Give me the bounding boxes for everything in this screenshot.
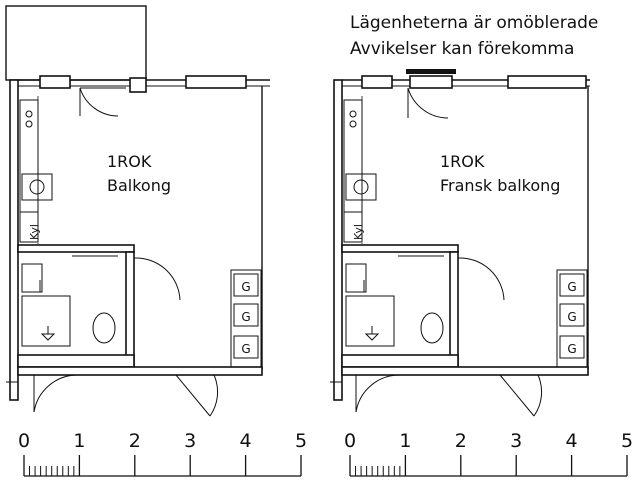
room-label: 1ROK: [440, 152, 485, 171]
sink-icon: [21, 173, 53, 201]
toilet-icon: [420, 312, 444, 344]
french-balcony-rail: [406, 69, 456, 74]
room-label: 1ROK: [107, 152, 152, 171]
left-outer-wall: [9, 79, 19, 401]
closet-label-1: G: [241, 280, 250, 294]
stove-icon: [349, 110, 357, 118]
window-right: [185, 75, 247, 89]
balcony-outline: [5, 5, 147, 81]
closet-label-3: G: [567, 342, 576, 356]
window-left: [39, 75, 71, 89]
scale-label: 5: [621, 430, 633, 452]
closet-label-3: G: [241, 342, 250, 356]
bathroom-wall-right: [449, 251, 459, 368]
closet-label-2: G: [241, 310, 250, 324]
floor-plan-balcony: Kyl G G G 1ROK Balkong 0 1 2 3 4 5: [5, 5, 307, 477]
bathroom-wall-top: [17, 244, 135, 253]
closet-label-1: G: [567, 280, 576, 294]
scale-label: 0: [18, 430, 30, 452]
scale-label: 1: [73, 430, 85, 452]
fridge-label: Kyl: [352, 224, 365, 240]
scale-bar: 0 1 2 3 4 5: [18, 430, 307, 477]
washbasin-icon: [345, 263, 367, 293]
entrance-wall: [341, 366, 589, 376]
closet-label-2: G: [567, 310, 576, 324]
toilet-icon: [92, 312, 116, 344]
scale-label: 2: [455, 430, 467, 452]
inner-door: [175, 374, 211, 417]
shower-area: [345, 295, 395, 347]
left-outer-wall: [333, 79, 343, 401]
scale-label: 3: [184, 430, 196, 452]
bathroom-wall-right: [125, 251, 135, 368]
note-deviations: Avvikelser kan förekomma: [350, 39, 574, 59]
fridge-label: Kyl: [28, 224, 41, 240]
scale-label: 2: [129, 430, 141, 452]
scale-bar: 0 1 2 3 4 5: [344, 430, 633, 477]
note-unfurnished: Lägenheterna är omöblerade: [350, 13, 598, 33]
shower-area: [21, 295, 71, 347]
washbasin-icon: [21, 263, 43, 293]
scale-label: 5: [295, 430, 307, 452]
fridge: [19, 211, 39, 243]
bathroom-wall-bottom: [341, 354, 459, 368]
balcony-label: Balkong: [107, 176, 171, 195]
french-balcony-window: [409, 75, 453, 89]
stove-icon: [25, 110, 33, 118]
window-left: [361, 75, 393, 89]
drain-icon: [40, 333, 56, 341]
bathroom-wall-top: [341, 244, 459, 253]
floor-plan-french-balcony: Kyl G G G 1ROK Fransk balkong 0 1 2 3 4 5: [330, 69, 633, 477]
inner-door: [499, 374, 535, 417]
scale-label: 3: [510, 430, 522, 452]
drain-icon: [364, 333, 380, 341]
entrance-wall: [17, 366, 263, 376]
scale-label: 4: [566, 430, 578, 452]
scale-label: 4: [240, 430, 252, 452]
scale-label: 1: [399, 430, 411, 452]
balcony-label: Fransk balkong: [440, 176, 560, 195]
fridge: [343, 211, 363, 243]
window-right: [507, 75, 587, 89]
sink-icon: [345, 173, 377, 201]
scale-label: 0: [344, 430, 356, 452]
bathroom-wall-bottom: [17, 354, 135, 368]
